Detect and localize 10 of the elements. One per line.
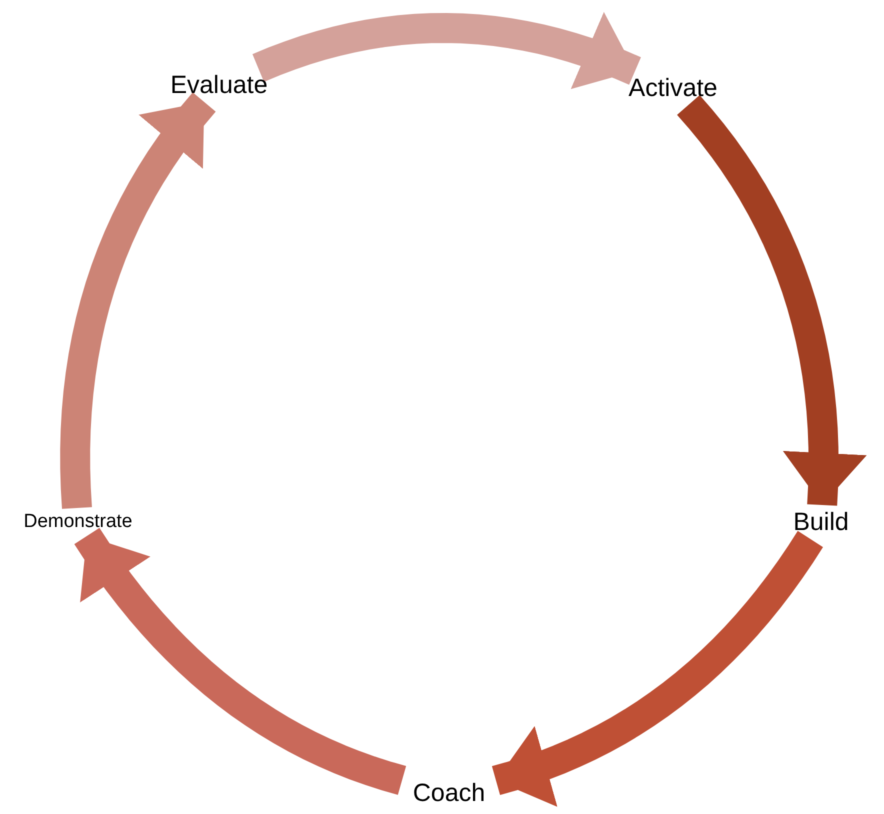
curved-arrow [60, 92, 216, 509]
curved-arrow [74, 528, 406, 795]
curved-arrow [677, 95, 867, 506]
step-label: Build [782, 505, 860, 539]
step-label: Demonstrate [0, 508, 156, 536]
curved-arrow [492, 530, 824, 807]
step-label: Evaluate [158, 68, 280, 102]
curved-arrow [252, 12, 641, 90]
step-label: Activate [614, 71, 732, 105]
step-label: Coach [402, 776, 496, 810]
